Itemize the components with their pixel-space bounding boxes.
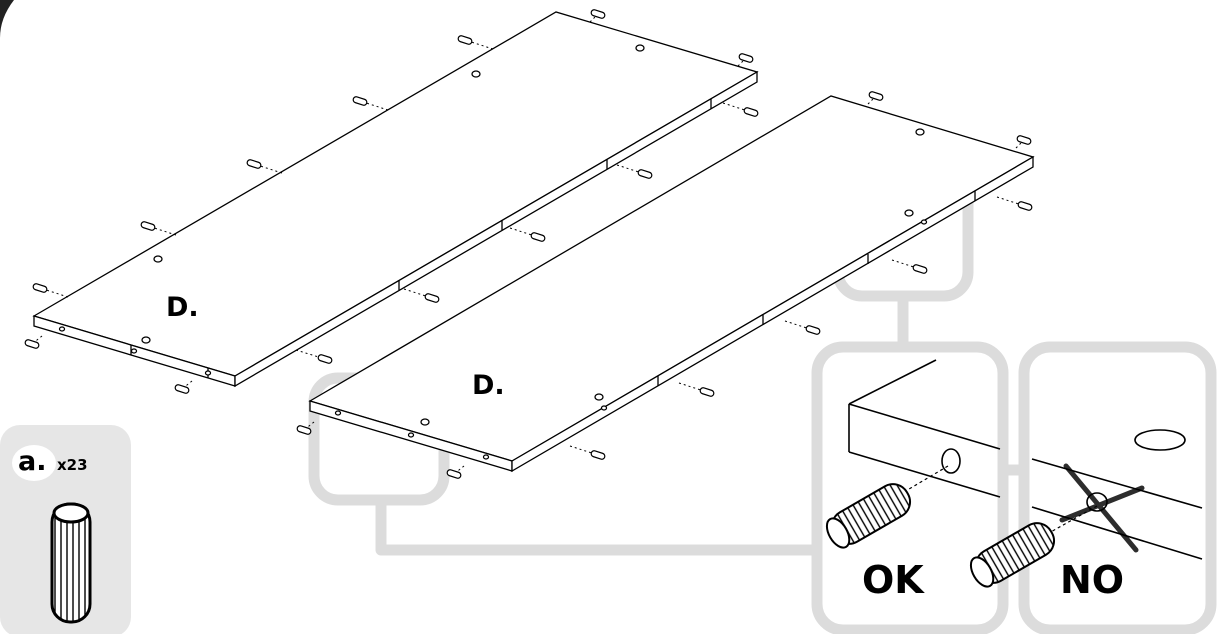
detail-box-ok: OK — [811, 341, 1009, 634]
dowel-marker — [24, 339, 40, 349]
panel-right-label: D. — [472, 370, 505, 401]
panel-left-holes — [58, 44, 645, 376]
dowel-guide-line — [589, 13, 599, 23]
part-card-tab — [12, 445, 56, 481]
panel-right-side-edge — [511, 155, 1034, 473]
dowel-marker — [699, 387, 715, 397]
dowel-marker — [912, 264, 928, 274]
cross-mark-icon — [1059, 463, 1145, 553]
dowel-marker — [868, 91, 884, 101]
no-label: NO — [1060, 558, 1124, 602]
dowel-marker — [174, 384, 190, 394]
dowel-marker — [743, 107, 759, 117]
dowel-marker — [246, 159, 262, 169]
dowel-markers — [24, 9, 1033, 479]
corner-fragment — [0, 0, 14, 38]
detail-box-no-frame — [1018, 341, 1217, 634]
ok-dowel-hole — [941, 448, 961, 474]
dowel-marker — [140, 221, 156, 231]
part-card-letter: a. — [18, 446, 46, 477]
dowel-marker — [317, 354, 333, 364]
panel-left-side-edge — [234, 70, 758, 388]
dowel-marker — [296, 425, 312, 435]
no-top-hole — [1134, 429, 1186, 451]
dowel-marker — [590, 450, 606, 460]
panel-left — [32, 11, 759, 388]
callout-connector-left — [375, 500, 817, 556]
dowel-marker — [1017, 201, 1033, 211]
wooden-dowel-icon — [969, 522, 1056, 588]
dowel-marker — [352, 96, 368, 106]
dowel-marker — [424, 293, 440, 303]
detail-box-no: NO — [969, 341, 1217, 634]
panel-right-holes — [334, 128, 928, 460]
dowel-marker — [457, 35, 473, 45]
panel-left-label: D. — [166, 292, 199, 323]
dowel-marker — [738, 53, 754, 63]
part-card: a. x23 — [0, 425, 131, 634]
part-card-quantity: x23 — [57, 456, 88, 474]
wooden-dowel-icon — [50, 502, 92, 624]
dowel-marker — [805, 325, 821, 335]
dowel-marker — [446, 469, 462, 479]
dowel-guide-line — [737, 57, 747, 67]
dowel-guide-line — [1015, 139, 1025, 149]
wooden-dowel-icon — [825, 483, 912, 549]
dowel-marker — [637, 169, 653, 179]
dowel-marker — [530, 232, 546, 242]
ok-label: OK — [862, 558, 925, 602]
dowel-guide-line — [867, 95, 877, 105]
dowel-marker — [1016, 135, 1032, 145]
dowel-marker — [590, 9, 606, 19]
dowel-marker — [32, 283, 48, 293]
panel-right — [308, 95, 1035, 473]
